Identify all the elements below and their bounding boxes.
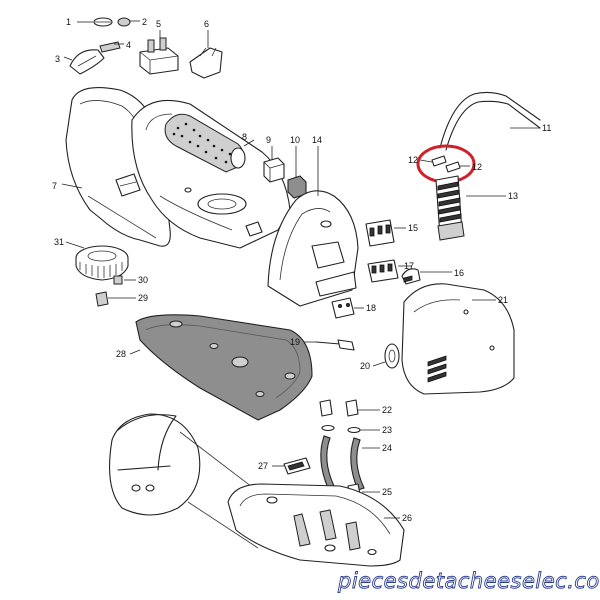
part-12-screws <box>431 155 461 173</box>
part-label-31: 31 <box>54 237 64 247</box>
part-21-rear-cover <box>401 283 515 395</box>
part-20-round-knob <box>384 343 400 369</box>
part-1-knob <box>93 17 113 27</box>
part-19-thermostat-pin <box>315 339 355 351</box>
part-label-1: 1 <box>66 17 71 27</box>
part-13-strain-relief <box>435 175 465 241</box>
part-label-25: 25 <box>382 487 392 497</box>
watermark-text: piecesdetacheeselec.com <box>337 569 600 593</box>
part-label-10: 10 <box>290 135 300 145</box>
part-29-nut <box>95 291 109 307</box>
part-label-29: 29 <box>138 293 148 303</box>
part-6-bracket <box>189 47 223 79</box>
part-2-knob <box>117 17 131 27</box>
part-15-terminal-block <box>365 219 395 247</box>
part-28-soleplate <box>135 314 313 421</box>
part-label-12-b: 12 <box>472 162 482 172</box>
part-26-base <box>227 483 405 567</box>
part-label-12: 12 <box>408 155 418 165</box>
part-label-11: 11 <box>542 123 551 133</box>
part-label-2: 2 <box>142 17 147 27</box>
part-18-block <box>331 297 355 319</box>
part-label-30: 30 <box>138 275 148 285</box>
part-label-14: 14 <box>312 135 322 145</box>
part-30-screw <box>113 275 123 285</box>
part-9-cube <box>263 157 285 183</box>
part-24-tubes <box>320 435 365 491</box>
highlight-circle <box>416 144 476 184</box>
part-11-power-cord <box>439 91 541 151</box>
part-label-7: 7 <box>52 181 57 191</box>
part-5-switch-block <box>139 37 179 75</box>
part-label-16: 16 <box>454 268 464 278</box>
part-label-24: 24 <box>382 443 392 453</box>
part-label-22: 22 <box>382 405 392 415</box>
part-8-heating-element <box>164 113 246 173</box>
part-label-27: 27 <box>258 461 268 471</box>
part-label-5: 5 <box>156 19 161 29</box>
part-23-seals <box>321 424 361 434</box>
part-label-23: 23 <box>382 425 392 435</box>
part-label-18: 18 <box>366 303 376 313</box>
part-label-6: 6 <box>204 19 209 29</box>
part-27-nozzle <box>283 457 311 475</box>
part-14-rear-housing <box>267 190 359 307</box>
part-label-21: 21 <box>498 295 508 305</box>
part-17-connector <box>367 259 399 283</box>
part-label-28: 28 <box>116 349 126 359</box>
part-4-clip <box>99 41 121 53</box>
part-31-tank-cap <box>75 245 129 281</box>
part-label-20: 20 <box>360 361 370 371</box>
part-label-9: 9 <box>266 135 271 145</box>
part-16-clamp <box>401 268 421 285</box>
part-3-temperature-dial <box>69 49 105 75</box>
part-label-26: 26 <box>402 513 412 523</box>
part-label-4: 4 <box>126 40 131 50</box>
part-22-valves <box>319 399 359 417</box>
part-label-13: 13 <box>508 191 518 201</box>
part-label-17: 17 <box>404 261 414 271</box>
part-label-3: 3 <box>55 54 60 64</box>
detail-callout <box>109 413 259 549</box>
part-label-8: 8 <box>242 132 247 142</box>
part-label-15: 15 <box>408 223 418 233</box>
part-label-19: 19 <box>290 337 300 347</box>
